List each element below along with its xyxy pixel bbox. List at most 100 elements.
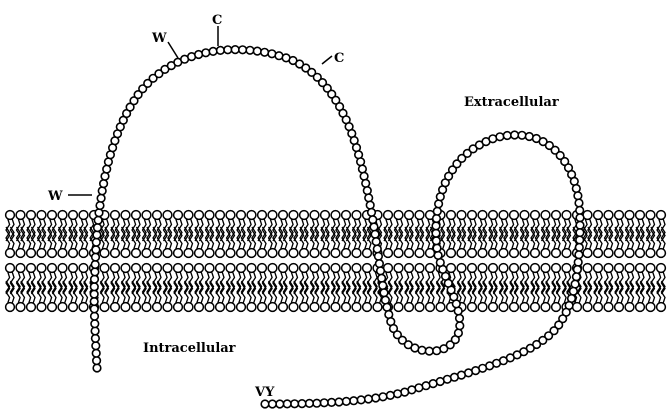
lipid-head: [132, 303, 141, 312]
amino-acid-bead: [376, 260, 384, 268]
lipid-head: [363, 249, 372, 258]
lipid-head: [205, 264, 214, 273]
lipid-head: [79, 249, 88, 258]
lipid-head: [499, 264, 508, 273]
lipid-head: [258, 303, 267, 312]
label-intracellular: Intracellular: [143, 341, 236, 356]
amino-acid-bead: [320, 399, 328, 407]
lipid-head: [594, 249, 603, 258]
amino-acid-bead: [576, 236, 584, 244]
amino-acid-bead: [91, 327, 99, 335]
lipid-head: [657, 211, 666, 220]
lipid-head: [468, 264, 477, 273]
amino-acid-bead: [360, 172, 368, 180]
lipid-head: [342, 211, 351, 220]
lipid-head: [394, 211, 403, 220]
amino-acid-bead: [372, 394, 380, 402]
lipid-head: [111, 249, 120, 258]
lipid-head: [636, 249, 645, 258]
amino-acid-bead: [91, 313, 99, 321]
amino-acid-bead: [313, 399, 321, 407]
lipid-head: [163, 249, 172, 258]
lipid-head: [636, 211, 645, 220]
lipid-head: [352, 249, 361, 258]
lipid-head: [510, 211, 519, 220]
lipid-head: [636, 303, 645, 312]
amino-acid-bead: [93, 357, 101, 365]
lipid-head: [27, 249, 36, 258]
amino-acid-bead: [380, 289, 388, 297]
lipid-head: [499, 303, 508, 312]
lipid-head: [394, 303, 403, 312]
amino-acid-bead: [91, 261, 99, 269]
lipid-head: [657, 264, 666, 273]
lipid-head: [615, 249, 624, 258]
lipid-head: [384, 249, 393, 258]
lipid-head: [69, 249, 78, 258]
amino-acid-bead: [576, 221, 584, 229]
lipid-head: [468, 303, 477, 312]
lipid-head: [142, 303, 151, 312]
lipid-head: [331, 264, 340, 273]
amino-acid-bead: [394, 390, 402, 398]
amino-acid-bead: [261, 49, 269, 57]
lipid-head: [216, 264, 225, 273]
amino-acid-bead: [269, 400, 277, 408]
lipid-head: [268, 303, 277, 312]
lipid-head: [27, 264, 36, 273]
lipid-head: [562, 249, 571, 258]
lipid-head: [615, 303, 624, 312]
inner-leaflet-top: [6, 264, 666, 294]
amino-acid-bead: [93, 364, 101, 372]
amino-acid-bead: [328, 399, 336, 407]
lipid-head: [142, 264, 151, 273]
lipid-head: [625, 211, 634, 220]
lipid-head: [499, 249, 508, 258]
lipid-head: [268, 264, 277, 273]
lipid-head: [58, 249, 67, 258]
amino-acid-bead: [246, 47, 254, 55]
label-extracellular: Extracellular: [464, 95, 559, 110]
amino-acid-bead: [372, 238, 380, 246]
lipid-head: [657, 249, 666, 258]
amino-acid-bead: [359, 165, 367, 173]
lipid-head: [195, 264, 204, 273]
lipid-head: [447, 249, 456, 258]
lipid-head: [163, 211, 172, 220]
amino-acid-bead: [209, 48, 217, 56]
lipid-head: [16, 249, 25, 258]
lipid-head: [111, 264, 120, 273]
amino-acid-bead: [291, 400, 299, 408]
lipid-head: [489, 264, 498, 273]
amino-acid-bead: [432, 222, 440, 230]
label-w-left: W: [47, 189, 63, 204]
lipid-head: [37, 303, 46, 312]
lipid-head: [615, 264, 624, 273]
lipid-head: [205, 303, 214, 312]
lipid-head: [342, 264, 351, 273]
lipid-head: [604, 211, 613, 220]
amino-acid-bead: [306, 400, 314, 408]
lipid-head: [58, 211, 67, 220]
lipid-head: [153, 264, 162, 273]
lipid-head: [583, 303, 592, 312]
lipid-head: [594, 303, 603, 312]
lipid-head: [520, 303, 529, 312]
lipid-head: [153, 303, 162, 312]
lipid-head: [184, 249, 193, 258]
amino-acid-bead: [434, 252, 442, 260]
amino-acid-bead: [195, 51, 203, 59]
lipid-head: [310, 264, 319, 273]
amino-acid-bead: [571, 280, 579, 288]
lipid-head: [352, 264, 361, 273]
amino-acid-bead: [570, 288, 578, 296]
amino-acid-bead: [575, 199, 583, 207]
lipid-head: [468, 211, 477, 220]
amino-acid-bead: [94, 224, 102, 232]
lipid-head: [237, 211, 246, 220]
amino-acid-bead: [91, 305, 99, 313]
lipid-head: [415, 211, 424, 220]
amino-acid-bead: [364, 187, 372, 195]
